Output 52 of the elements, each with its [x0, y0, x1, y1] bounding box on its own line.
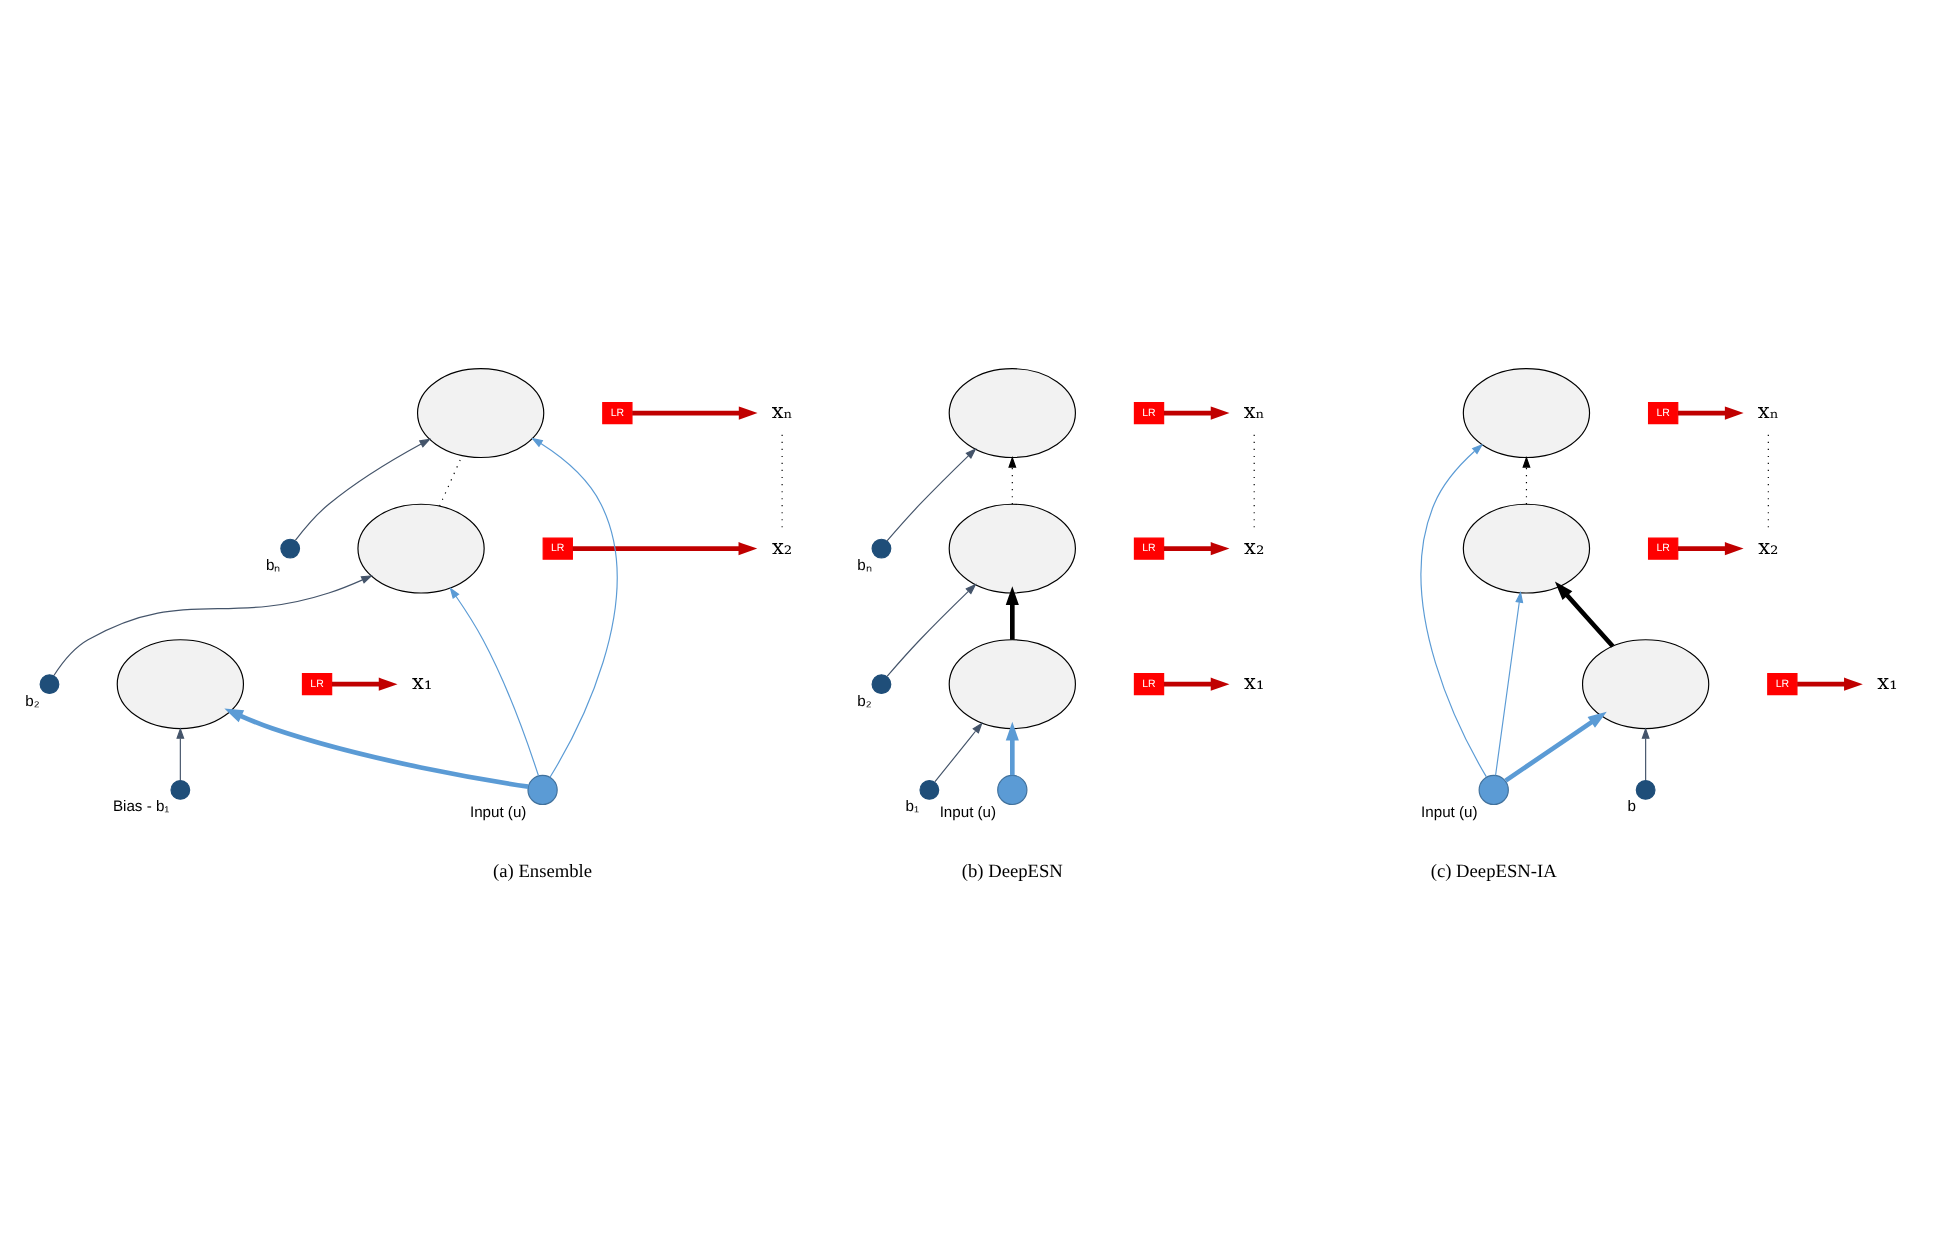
- arrow: [1007, 454, 1016, 504]
- node-text: x₂: [1243, 534, 1264, 559]
- label: (a) Ensemble: [492, 861, 592, 882]
- node-circle: [870, 537, 891, 558]
- node-ellipse: [1461, 502, 1590, 593]
- label: (c) DeepESN-IA: [1429, 861, 1556, 882]
- arrow: [631, 405, 757, 419]
- arrow: [1676, 541, 1743, 555]
- node-circle: [1634, 779, 1655, 799]
- node-text: x₁: [1876, 670, 1897, 695]
- connector: [438, 454, 462, 506]
- arrow: [175, 726, 184, 780]
- arrow: [330, 676, 397, 690]
- arrow: [1004, 585, 1018, 639]
- node-circle: [279, 537, 300, 558]
- node-text: x₁: [1243, 670, 1264, 695]
- node-text: xₙ: [1756, 399, 1778, 424]
- node-text: xₙ: [770, 399, 792, 424]
- node-circle: [918, 779, 939, 799]
- arrow: [1162, 541, 1229, 555]
- arrow: [530, 436, 617, 777]
- arrow: [933, 721, 982, 782]
- node-text: x₁: [411, 670, 432, 695]
- node-circle: [870, 673, 891, 694]
- label: (b) DeepESN: [960, 861, 1062, 882]
- node-ellipse: [947, 638, 1075, 729]
- arrow: [293, 437, 431, 540]
- arrow: [571, 541, 757, 555]
- arrow: [448, 586, 538, 776]
- arrow: [1796, 676, 1862, 690]
- arrow: [1676, 405, 1743, 419]
- arrow: [1503, 710, 1606, 782]
- arrow: [1162, 405, 1229, 419]
- arrow: [885, 446, 976, 541]
- arrow: [223, 707, 528, 788]
- node-circle: [38, 673, 59, 694]
- arrow: [1494, 590, 1523, 775]
- node-text: x₂: [1757, 534, 1778, 559]
- arrow: [1162, 676, 1229, 690]
- node-text: xₙ: [1242, 399, 1264, 424]
- arrow: [1004, 720, 1018, 775]
- node-circle: [996, 773, 1027, 805]
- arrow: [1640, 726, 1649, 780]
- arrow: [52, 574, 372, 676]
- arrow: [885, 582, 976, 676]
- arrow: [1419, 442, 1486, 777]
- node-circle: [169, 779, 190, 799]
- node-text: x₂: [770, 534, 792, 559]
- arrow: [1521, 454, 1530, 504]
- node-circle: [526, 773, 557, 805]
- node-circle: [1477, 773, 1508, 805]
- arrow: [1553, 580, 1614, 647]
